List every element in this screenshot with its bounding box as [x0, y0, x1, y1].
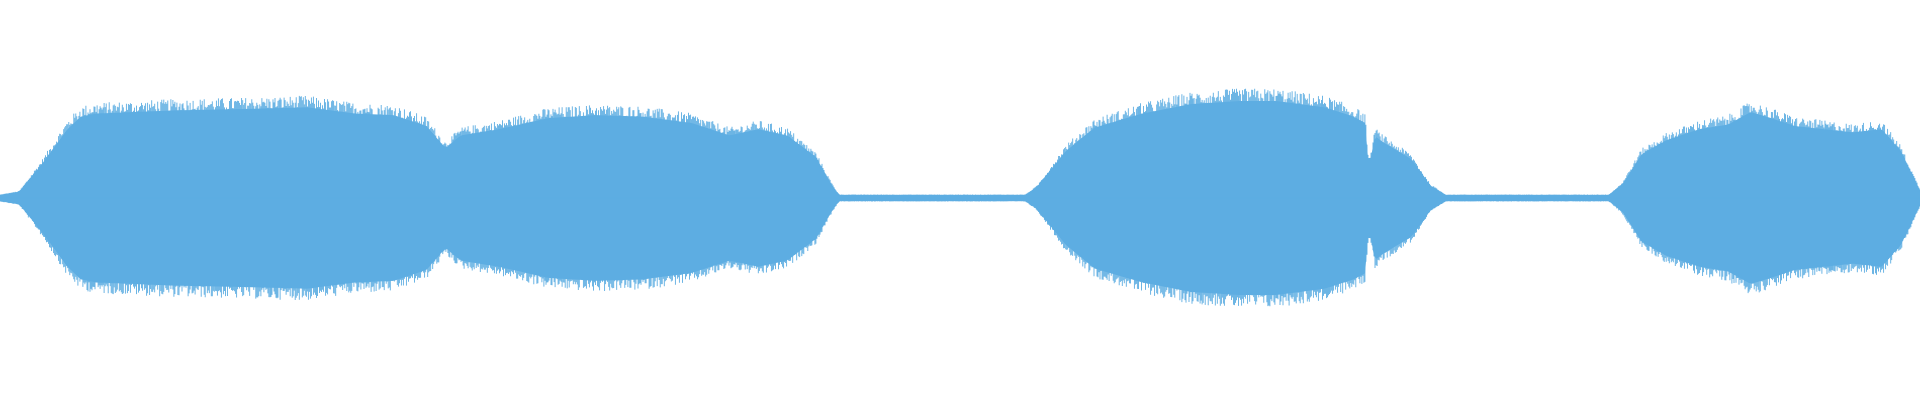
- audio-waveform[interactable]: [0, 0, 1920, 400]
- waveform-plot[interactable]: [0, 0, 1920, 400]
